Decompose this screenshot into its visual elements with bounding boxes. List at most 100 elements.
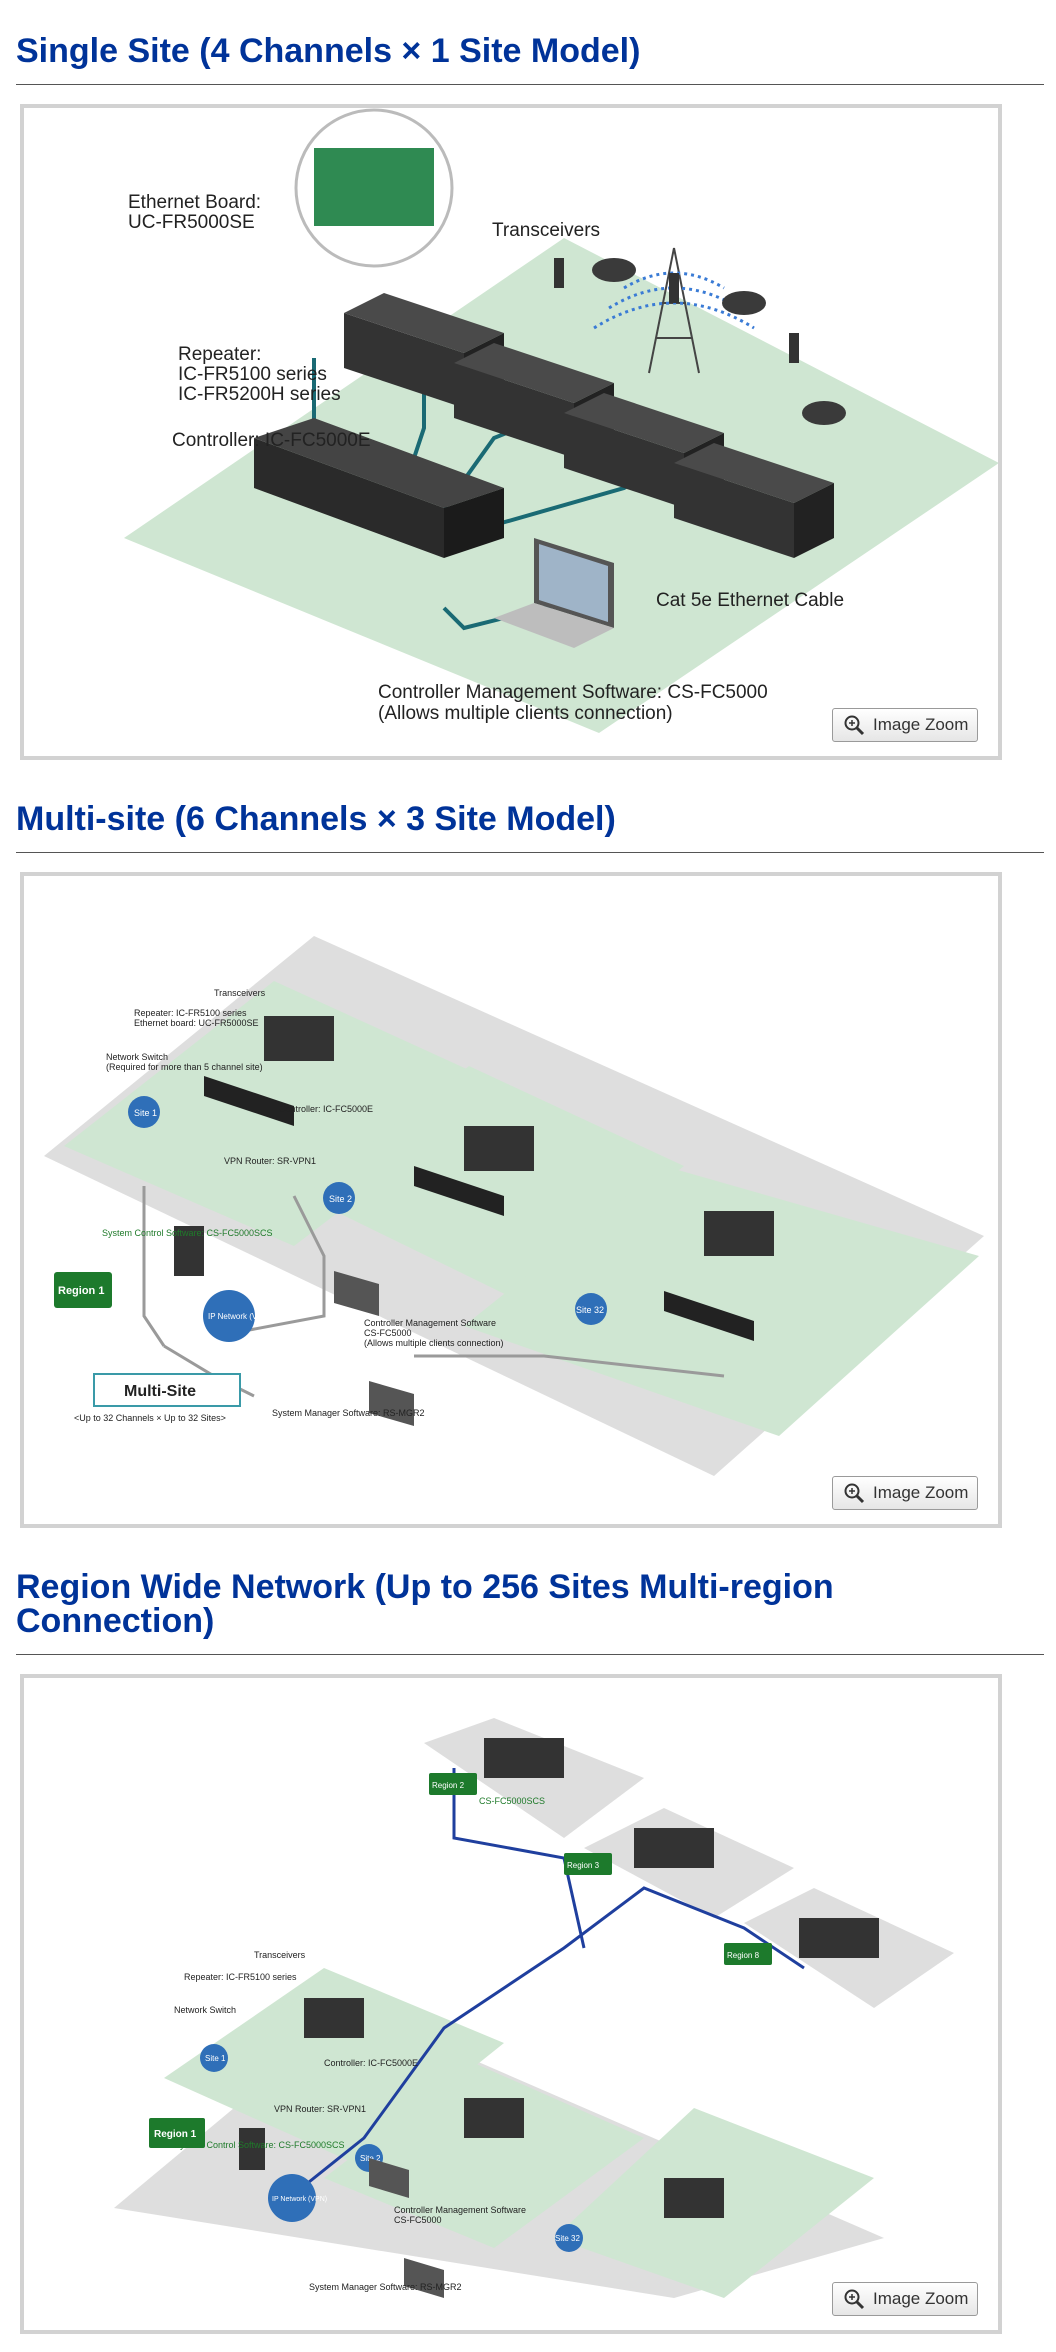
region-badge: [564, 1853, 612, 1875]
ip-network-globe: [268, 2174, 316, 2222]
magnifier-icon: [843, 714, 865, 736]
label-cms: Controller Management Software: [364, 1318, 496, 1328]
site-area: [464, 1166, 979, 1436]
repeater-stack: [264, 1016, 334, 1061]
repeater-stack: [704, 1211, 774, 1256]
section-divider: [16, 1654, 1044, 1655]
transceiver: [554, 258, 564, 288]
label-system-manager: System Manager Software: RS-MGR2: [309, 2282, 462, 2292]
label-site-1: Site 1: [205, 2054, 226, 2063]
diagram-frame: Ethernet Board: UC-FR5000SE Transceivers…: [20, 104, 1002, 760]
section-title: Multi-site (6 Channels × 3 Site Model): [16, 800, 616, 838]
region-badge: [149, 2118, 205, 2148]
section-title-line-1: Region Wide Network (Up to 256 Sites Mul…: [16, 1568, 834, 1606]
magnifier-icon: [843, 2288, 865, 2310]
label-site-2: Site 2: [329, 1194, 352, 1204]
multi-site-box: [93, 1373, 241, 1407]
repeater-stack: [484, 1738, 564, 1778]
site-area: [324, 2063, 644, 2248]
image-zoom-button[interactable]: Image Zoom: [832, 1476, 978, 1510]
controller-unit: [664, 1291, 754, 1341]
antenna-tower: [648, 247, 700, 374]
label-cms-model: CS-FC5000: [394, 2215, 442, 2225]
transceiver: [802, 401, 846, 425]
image-zoom-label: Image Zoom: [873, 1483, 969, 1502]
label-controller: Controller: IC-FC5000E: [172, 430, 371, 451]
laptop: [404, 2258, 444, 2298]
region-badge: [724, 1943, 772, 1965]
diagram-frame: Site 1 Site 2 Site 32 Region 1 IP Networ…: [20, 872, 1002, 1528]
label-region-2: Region 2: [432, 1781, 465, 1790]
label-region-3: Region 3: [567, 1861, 600, 1870]
label-software-note: (Allows multiple clients connection): [378, 703, 673, 724]
magnifier-icon: [843, 1482, 865, 1504]
label-software: Controller Management Software: CS-FC500…: [378, 682, 768, 703]
region-wide-diagram: Region 2 Region 3 Region 8 Region 1 CS-F…: [114, 1718, 954, 2298]
label-controller: Controller: IC-FC5000E: [279, 1104, 373, 1114]
label-ethernet-board-model: UC-FR5000SE: [128, 212, 255, 233]
image-zoom-button[interactable]: Image Zoom: [832, 2282, 978, 2316]
label-region-1: Region 1: [58, 1285, 104, 1297]
multi-site-diagram: Site 1 Site 2 Site 32 Region 1 IP Networ…: [44, 936, 984, 1476]
site-area: [164, 1968, 504, 2163]
label-vpn-router: VPN Router: SR-VPN1: [224, 1156, 316, 1166]
label-system-control: System Control Software: CS-FC5000SCS: [102, 1228, 273, 1238]
label-repeater: Repeater: IC-FR5100 series: [184, 1972, 297, 1982]
label-transceivers: Transceivers: [492, 220, 600, 241]
label-transceivers: Transceivers: [254, 1950, 306, 1960]
transceiver: [789, 333, 799, 363]
controller-unit: [254, 418, 504, 558]
repeater-stack: [464, 1126, 534, 1171]
label-ethernet-board: Ethernet Board:: [128, 192, 261, 213]
region-backbone-line: [288, 1886, 805, 2200]
floor-area: [124, 238, 998, 733]
single-site-diagram: Ethernet Board: UC-FR5000SE Transceivers…: [124, 108, 998, 733]
label-cms-note: (Allows multiple clients connection): [364, 1338, 504, 1348]
repeater-stack: [464, 2098, 524, 2138]
label-repeater: Repeater:: [178, 344, 261, 365]
label-multi-site: Multi-Site: [124, 1383, 196, 1400]
transceiver: [669, 273, 679, 303]
label-controller: Controller: IC-FC5000E: [324, 2058, 418, 2068]
repeater-stack: [664, 2178, 724, 2218]
label-system-manager: System Manager Software: RS-MGR2: [272, 1408, 425, 1418]
label-network-switch-note: (Required for more than 5 channel site): [106, 1062, 263, 1072]
laptop: [494, 538, 614, 648]
site-badge: [575, 1293, 607, 1325]
label-system-control: System Control Software: CS-FC5000SCS: [174, 2140, 345, 2150]
ip-network-globe: [203, 1290, 255, 1342]
label-cs-region-2: CS-FC5000SCS: [479, 1796, 545, 1806]
section-title: Single Site (4 Channels × 1 Site Model): [16, 32, 641, 70]
repeater-unit: [674, 443, 834, 558]
image-zoom-button[interactable]: Image Zoom: [832, 708, 978, 742]
laptop: [334, 1271, 379, 1316]
repeater-stack: [799, 1918, 879, 1958]
laptop: [369, 1381, 414, 1426]
image-zoom-label: Image Zoom: [873, 2289, 969, 2308]
server: [174, 1226, 204, 1276]
label-ip-network: IP Network (VPN): [272, 2196, 327, 2203]
label-site-32: Site 32: [555, 2234, 580, 2243]
region-badge: [429, 1773, 477, 1795]
label-region-8: Region 8: [727, 1951, 760, 1960]
controller-unit: [414, 1166, 504, 1216]
label-site-1: Site 1: [134, 1108, 157, 1118]
ethernet-board: [314, 148, 434, 226]
laptop: [369, 2158, 409, 2198]
label-ethernet-board: Ethernet board: UC-FR5000SE: [134, 1018, 259, 1028]
transceiver: [592, 258, 636, 282]
label-repeater: Repeater: IC-FR5100 series: [134, 1008, 247, 1018]
label-transceivers: Transceivers: [214, 988, 266, 998]
image-zoom-label: Image Zoom: [873, 715, 969, 734]
repeater-stack: [634, 1828, 714, 1868]
site-badge: [555, 2224, 583, 2252]
server: [239, 2128, 265, 2170]
label-multi-site-note: <Up to 32 Channels × Up to 32 Sites>: [74, 1413, 226, 1423]
label-cable: Cat 5e Ethernet Cable: [656, 590, 844, 611]
site-badge: [128, 1096, 160, 1128]
label-repeater-series-2: IC-FR5200H series: [178, 384, 341, 405]
site-badge: [323, 1182, 355, 1214]
region-backbone-line: [452, 1768, 586, 1949]
section-divider: [16, 852, 1044, 853]
label-repeater-series-1: IC-FR5100 series: [178, 364, 327, 385]
